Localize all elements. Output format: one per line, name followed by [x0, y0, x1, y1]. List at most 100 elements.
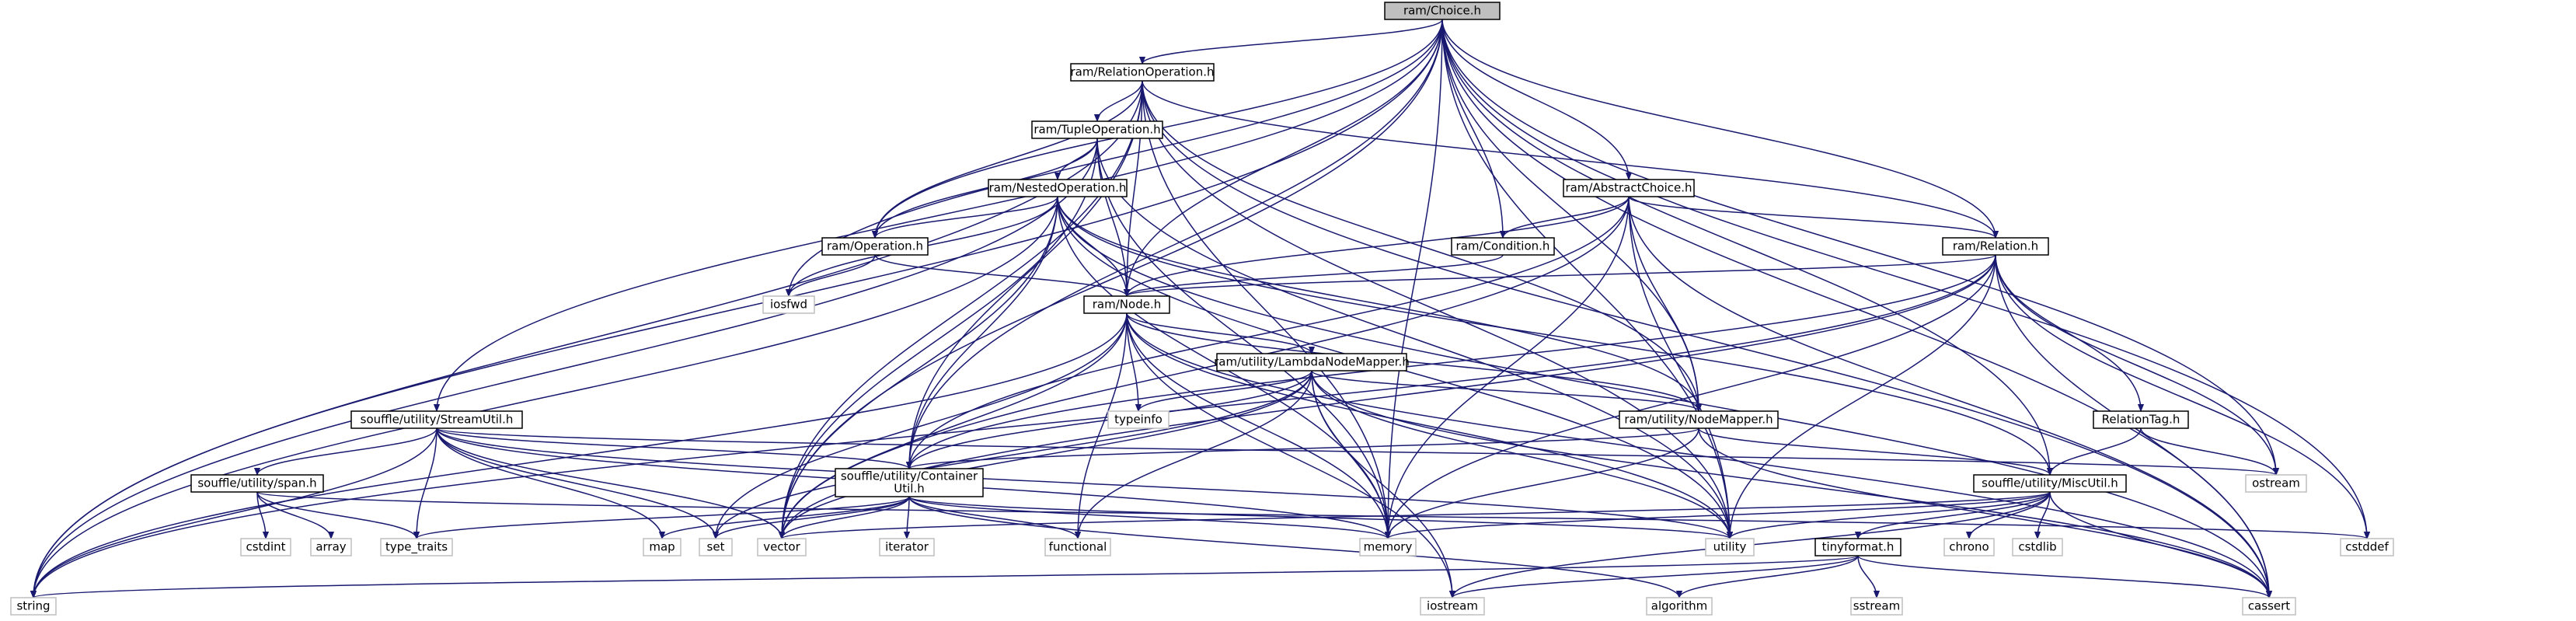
edge-tupleop-to-node [1096, 138, 1127, 296]
edge-nestedop-to-operation [875, 196, 1058, 239]
edge-streamutil-to-span [257, 427, 437, 476]
edge-abschoice-to-memory [1388, 196, 1630, 539]
edge-tupleop-to-string [33, 138, 1098, 598]
edge-relop-to-operation [875, 80, 1143, 238]
node-box [350, 410, 523, 429]
node-box [1973, 474, 2127, 493]
edge-abschoice-to-container [909, 196, 1630, 469]
node-relop[interactable]: ram/RelationOperation.h [1070, 63, 1215, 82]
node-label: ram/RelationOperation.h [1070, 65, 1214, 79]
node-iterator: iterator [879, 538, 935, 556]
edge-nodemapper-to-miscutil [1698, 427, 2050, 476]
node-label: memory [1364, 540, 1413, 554]
node-operation[interactable]: ram/Operation.h [821, 237, 929, 256]
node-nodemapper[interactable]: ram/utility/NodeMapper.h [1619, 410, 1779, 429]
node-label: string [16, 599, 50, 613]
edge-abschoice-to-vector [782, 196, 1630, 539]
node-box [380, 538, 453, 556]
edge-relop-to-memory [1142, 80, 1388, 539]
edge-tupleop-to-vector [782, 138, 1098, 539]
node-label: ram/TupleOperation.h [1034, 123, 1160, 137]
edge-miscutil-to-cassert [2049, 491, 2269, 598]
node-label: ram/NestedOperation.h [989, 181, 1127, 195]
edge-span-to-type_traits [256, 491, 417, 539]
node-vector: vector [757, 538, 807, 556]
node-box [310, 538, 352, 556]
edge-nestedop-to-string [33, 196, 1058, 598]
node-relationtag[interactable]: RelationTag.h [2093, 410, 2189, 429]
node-box [1216, 353, 1407, 372]
edge-choice-to-vector [782, 19, 1443, 539]
edge-tinyformat-to-string [33, 555, 1859, 598]
node-box [1384, 2, 1501, 20]
node-relation[interactable]: ram/Relation.h [1942, 237, 2049, 256]
node-label: cstddef [2345, 540, 2389, 554]
node-choice[interactable]: ram/Choice.h [1384, 2, 1501, 20]
edge-container-to-algorithm [908, 496, 1679, 598]
edge-relationtag-to-ostream [2140, 427, 2276, 476]
edge-streamutil-to-set [436, 427, 716, 539]
edge-container-to-set [716, 496, 910, 539]
node-label: ram/Node.h [1093, 298, 1161, 312]
node-label: cstdlib [2018, 540, 2056, 554]
edge-tinyformat-to-cassert [1857, 555, 2269, 598]
node-label: sstream [1853, 599, 1900, 613]
edge-container-to-functional [908, 496, 1078, 539]
node-label: ram/utility/LambdaNodeMapper.h [1214, 355, 1410, 369]
node-string: string [10, 597, 57, 616]
node-cstdlib: cstdlib [2012, 538, 2063, 556]
node-label: utility [1713, 540, 1747, 554]
node-node[interactable]: ram/Node.h [1083, 295, 1170, 314]
edge-miscutil-to-tinyformat [1858, 491, 2051, 539]
edge-abschoice-to-condition [1503, 196, 1630, 239]
node-algorithm: algorithm [1646, 597, 1713, 616]
node-miscutil[interactable]: souffle/utility/MiscUtil.h [1973, 474, 2127, 493]
node-box [190, 474, 324, 493]
node-streamutil[interactable]: souffle/utility/StreamUtil.h [350, 410, 523, 429]
edge-nestedop-to-miscutil [1057, 196, 2050, 475]
edge-streamutil-to-map [436, 427, 662, 539]
node-abschoice[interactable]: ram/AbstractChoice.h [1563, 179, 1695, 197]
node-label: ram/Condition.h [1456, 239, 1550, 253]
edge-streamutil-to-string [33, 427, 437, 598]
edge-tinyformat-to-algorithm [1679, 555, 1859, 598]
node-lambda[interactable]: ram/utility/LambdaNodeMapper.h [1214, 353, 1410, 372]
edge-operation-to-node [874, 254, 1127, 297]
node-box [1070, 63, 1215, 82]
edge-choice-to-streamutil [437, 19, 1443, 411]
node-map: map [643, 538, 681, 556]
node-label: algorithm [1651, 599, 1707, 613]
edge-relation-to-cstddef [1995, 254, 2367, 539]
edge-relop-to-node [1127, 80, 1143, 296]
node-box [2340, 538, 2394, 556]
edge-relop-to-container [909, 80, 1143, 469]
node-box [988, 179, 1128, 197]
edge-node-to-utility [1126, 312, 1730, 539]
edge-streamutil-to-ostream [436, 427, 2276, 476]
edge-choice-to-condition [1441, 19, 1503, 238]
node-label: ram/AbstractChoice.h [1565, 181, 1692, 195]
edge-choice-to-relop [1142, 19, 1443, 65]
edge-lambda-to-nodemapper [1311, 370, 1699, 412]
node-box [1850, 597, 1903, 616]
node-set: set [699, 538, 733, 556]
node-box [1705, 538, 1755, 556]
node-label: set [707, 540, 725, 554]
edge-relop-to-vector [782, 80, 1143, 539]
node-label: array [315, 540, 346, 554]
node-span[interactable]: souffle/utility/span.h [190, 474, 324, 493]
node-condition[interactable]: ram/Condition.h [1451, 237, 1555, 256]
edge-tinyformat-to-sstream [1857, 555, 1877, 598]
node-label: ram/Relation.h [1953, 239, 2038, 253]
edge-abschoice-to-utility [1628, 196, 1730, 539]
node-tupleop[interactable]: ram/TupleOperation.h [1031, 120, 1163, 139]
edge-miscutil-to-memory [1388, 491, 2051, 539]
edge-span-to-array [256, 491, 331, 539]
node-nestedop[interactable]: ram/NestedOperation.h [988, 179, 1128, 197]
node-box [1451, 237, 1555, 256]
edge-lambda-to-iostream [1311, 370, 1452, 598]
node-tinyformat[interactable]: tinyformat.h [1814, 538, 1901, 556]
node-cstdint: cstdint [240, 538, 291, 556]
node-box [2012, 538, 2063, 556]
